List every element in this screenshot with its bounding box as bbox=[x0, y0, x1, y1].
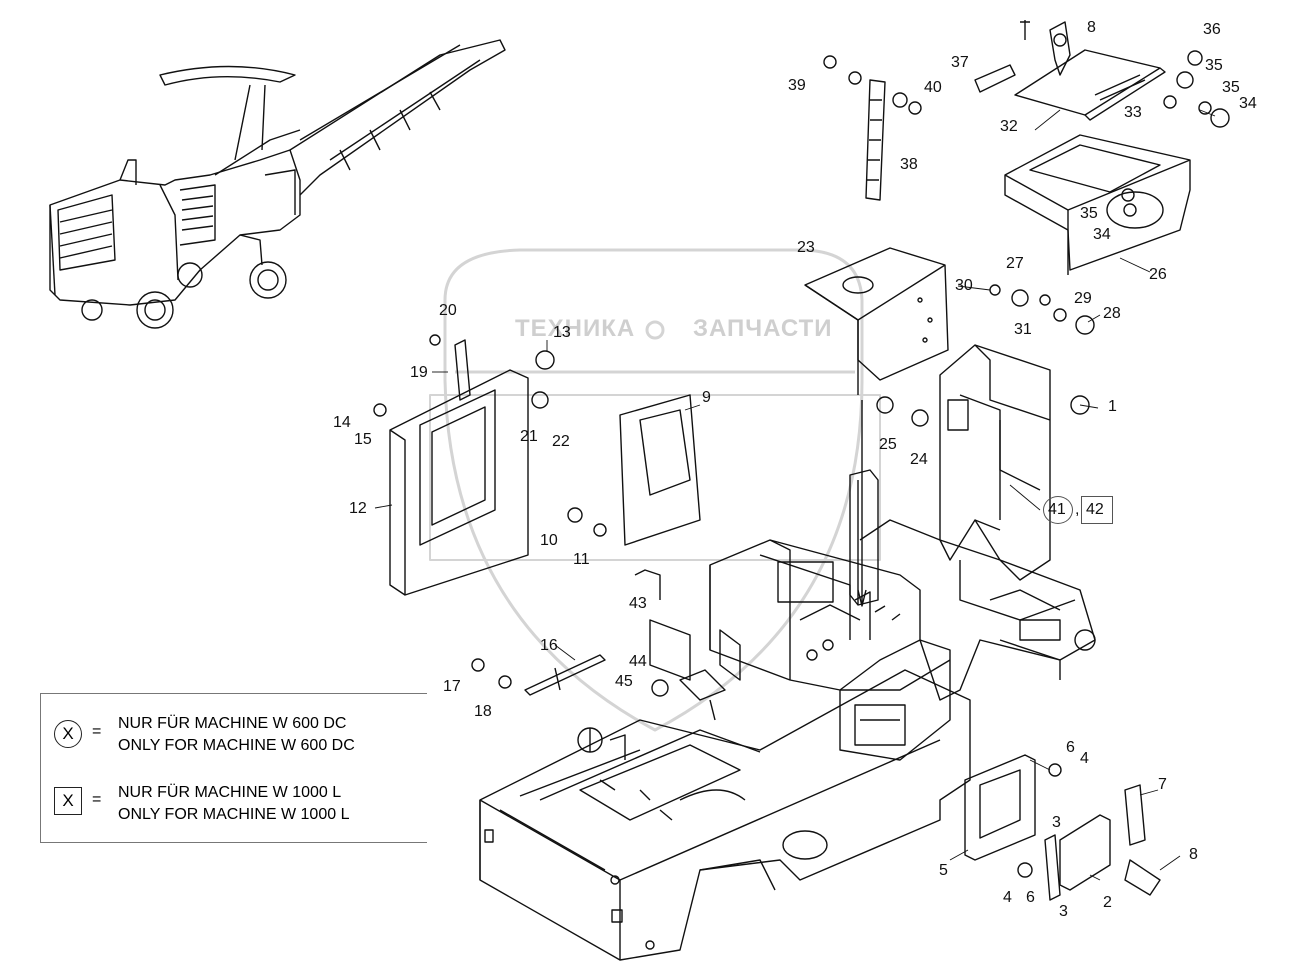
callout-8: 8 bbox=[1189, 846, 1198, 863]
callout-3: 3 bbox=[1059, 903, 1068, 920]
chain-38 bbox=[865, 79, 886, 201]
callout-39: 39 bbox=[788, 77, 806, 94]
callout-34: 34 bbox=[1239, 95, 1257, 112]
callout-9: 9 bbox=[702, 389, 711, 406]
callout-14: 14 bbox=[333, 414, 351, 431]
callout-23: 23 bbox=[797, 239, 815, 256]
callout-22: 22 bbox=[552, 433, 570, 450]
center-pillar bbox=[849, 400, 879, 607]
callout-separator: , bbox=[1075, 501, 1080, 518]
fasteners bbox=[373, 50, 1230, 689]
callout-6: 6 bbox=[1026, 889, 1035, 906]
callout-26: 26 bbox=[1149, 266, 1167, 283]
side-parts-bottom-right bbox=[964, 754, 1161, 901]
callout-24: 24 bbox=[910, 451, 928, 468]
callout-25: 25 bbox=[879, 436, 897, 453]
lid-32 bbox=[1014, 49, 1166, 121]
callout-18: 18 bbox=[474, 703, 492, 720]
legend-text-line: NUR FÜR MACHINE W 1000 L bbox=[118, 784, 342, 801]
callout-36: 36 bbox=[1203, 21, 1221, 38]
callout-19: 19 bbox=[410, 364, 428, 381]
callout-35: 35 bbox=[1080, 205, 1098, 222]
bracket-43-45 bbox=[634, 569, 741, 721]
callout-5: 5 bbox=[939, 862, 948, 879]
callout-28: 28 bbox=[1103, 305, 1121, 322]
plate-9 bbox=[619, 394, 701, 546]
callout-4: 4 bbox=[1003, 889, 1012, 906]
legend-text-line: ONLY FOR MACHINE W 1000 L bbox=[118, 806, 350, 823]
callout-27: 27 bbox=[1006, 255, 1024, 272]
callout-37: 37 bbox=[951, 54, 969, 71]
callout-34: 34 bbox=[1093, 226, 1111, 243]
legend-text-line: NUR FÜR MACHINE W 600 DC bbox=[118, 715, 347, 732]
callout-10: 10 bbox=[540, 532, 558, 549]
callout-31: 31 bbox=[1014, 321, 1032, 338]
callout-32: 32 bbox=[1000, 118, 1018, 135]
callout-42: 42 bbox=[1086, 501, 1104, 518]
watermark-shield bbox=[429, 248, 881, 732]
callout-15: 15 bbox=[354, 431, 372, 448]
callout-3: 3 bbox=[1052, 814, 1061, 831]
callout-30: 30 bbox=[955, 277, 973, 294]
square-marker-42 bbox=[1081, 496, 1113, 524]
callout-2: 2 bbox=[1103, 894, 1112, 911]
callout-38: 38 bbox=[900, 156, 918, 173]
callout-12: 12 bbox=[349, 500, 367, 517]
machine-overview-sketch bbox=[49, 39, 506, 329]
watermark-text-right: ЗАПЧАСТИ bbox=[693, 315, 833, 342]
callout-17: 17 bbox=[443, 678, 461, 695]
callout-29: 29 bbox=[1074, 290, 1092, 307]
callout-33: 33 bbox=[1124, 104, 1142, 121]
callout-44: 44 bbox=[629, 653, 647, 670]
legend-circle-symbol: X bbox=[54, 720, 82, 748]
callout-11: 11 bbox=[573, 551, 590, 568]
bar-16 bbox=[524, 654, 606, 696]
watermark-text-left: ТЕХНИКА bbox=[515, 315, 636, 342]
callout-16: 16 bbox=[540, 637, 558, 654]
callout-7: 7 bbox=[1158, 776, 1167, 793]
callout-40: 40 bbox=[924, 79, 942, 96]
legend-box: X = NUR FÜR MACHINE W 600 DC ONLY FOR MA… bbox=[40, 693, 427, 843]
leader-lines bbox=[374, 109, 1216, 881]
circle-marker-41 bbox=[1043, 496, 1073, 524]
main-frame bbox=[479, 669, 971, 961]
engine-compartment bbox=[709, 539, 951, 761]
lock-assembly-top bbox=[1020, 20, 1071, 76]
rear-frame bbox=[859, 344, 1096, 701]
callout-35: 35 bbox=[1205, 57, 1223, 74]
callout-4: 4 bbox=[1080, 750, 1089, 767]
legend-text-line: ONLY FOR MACHINE W 600 DC bbox=[118, 737, 355, 754]
side-panel-12 bbox=[389, 339, 529, 596]
callout-35: 35 bbox=[1222, 79, 1240, 96]
legend-equals: = bbox=[92, 791, 102, 808]
callout-1: 1 bbox=[1108, 398, 1117, 415]
tool-box-26 bbox=[1004, 134, 1191, 275]
callout-43: 43 bbox=[629, 595, 647, 612]
callout-45: 45 bbox=[615, 673, 633, 690]
callout-13: 13 bbox=[553, 324, 571, 341]
legend-square-symbol: X bbox=[54, 787, 82, 815]
console-23 bbox=[804, 247, 949, 395]
legend-equals: = bbox=[92, 723, 102, 740]
callout-21: 21 bbox=[520, 428, 538, 445]
callout-6: 6 bbox=[1066, 739, 1075, 756]
callout-8: 8 bbox=[1087, 19, 1096, 36]
callout-20: 20 bbox=[439, 302, 457, 319]
